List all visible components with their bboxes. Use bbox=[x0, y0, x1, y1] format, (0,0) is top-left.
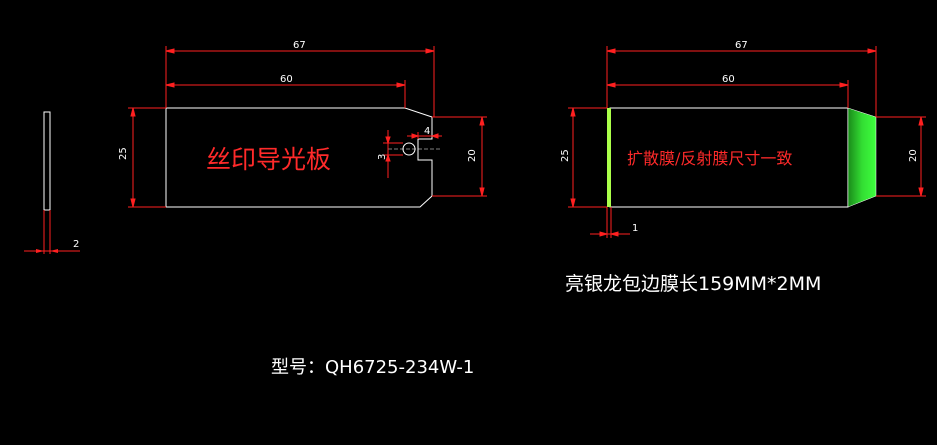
right-dim-60 bbox=[606, 80, 849, 108]
side-profile-left bbox=[24, 111, 80, 254]
left-dim-60 bbox=[165, 80, 406, 108]
left-dim-3-label: 3 bbox=[377, 154, 388, 160]
edge-film-note: 亮银龙包边膜长159MM*2MM bbox=[565, 273, 821, 295]
right-dim-25-label: 25 bbox=[560, 149, 571, 162]
right-dim-20-label: 20 bbox=[908, 149, 919, 162]
left-dim-67 bbox=[165, 46, 435, 117]
right-dim-1-label: 1 bbox=[632, 223, 638, 234]
right-dim-20 bbox=[876, 116, 926, 197]
film-label: 扩散膜/反射膜尺寸一致 bbox=[627, 149, 792, 168]
right-dim-60-label: 60 bbox=[722, 74, 735, 85]
light-guide-plate-label: 丝印导光板 bbox=[206, 145, 331, 174]
left-dim-67-label: 67 bbox=[293, 40, 306, 51]
thickness-dim-label: 2 bbox=[73, 239, 79, 250]
left-dim-20-label: 20 bbox=[467, 149, 478, 162]
right-dim-67 bbox=[606, 46, 877, 117]
left-dim-25 bbox=[128, 107, 166, 208]
model-number: 型号：QH6725-234W-1 bbox=[271, 357, 474, 378]
left-dim-60-label: 60 bbox=[280, 74, 293, 85]
right-dim-25 bbox=[568, 107, 607, 208]
left-dim-20 bbox=[432, 116, 487, 197]
left-dim-4-label: 4 bbox=[424, 126, 430, 137]
right-dim-1 bbox=[590, 207, 630, 238]
left-dim-4 bbox=[407, 132, 442, 139]
right-dim-67-label: 67 bbox=[735, 40, 748, 51]
left-dim-25-label: 25 bbox=[118, 147, 129, 160]
left-dim-3 bbox=[383, 130, 403, 178]
